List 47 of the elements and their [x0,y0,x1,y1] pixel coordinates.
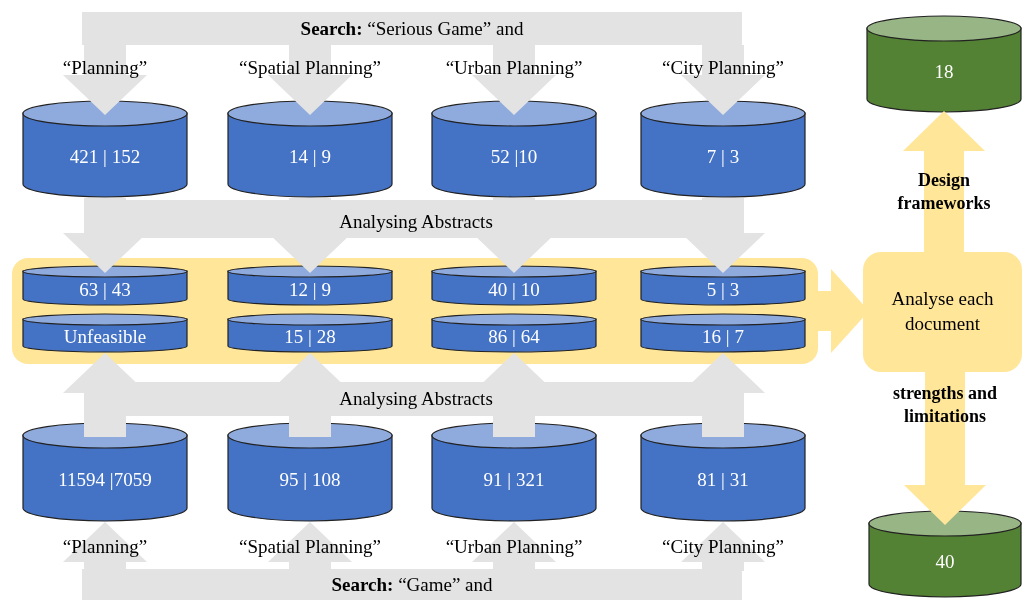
search-band [82,12,742,45]
edge-label: “Spatial Planning” [239,57,381,79]
cylinder-label: 12 | 9 [289,279,331,299]
block-arrow [472,522,556,571]
block-arrow [681,522,765,571]
edge-label: “Planning” [62,536,148,558]
cylinder-label: 7 | 3 [706,146,740,166]
search-band [82,569,742,600]
cylinder-label: 5 | 3 [706,279,740,299]
cylinder-label: 86 | 64 [488,327,540,346]
cylinder-label: 63 | 43 [79,279,131,299]
edge-label: “Planning” [62,57,148,79]
block-arrow [903,111,985,254]
section-label: Analysing Abstracts [339,388,493,410]
highlight-band [12,258,818,364]
process-box [863,252,1022,372]
cylinder-label: 16 | 7 [702,327,744,346]
search-label: Search: “Serious Game” and [300,17,524,40]
cylinder-label: 40 [935,551,955,571]
cylinder-label: 91 | 321 [483,469,545,489]
search-label: Search: “Game” and [331,573,493,596]
cylinder-label: 14 | 9 [289,146,331,166]
cylinder-label: Unfeasible [63,327,147,346]
edge-label: Design frameworks [896,168,992,215]
process-label: Analyse each document [890,287,995,336]
cylinder-label: 11594 |7059 [58,469,152,489]
cylinder-label: 40 | 10 [488,279,540,299]
block-arrow [472,45,556,115]
block-arrow [63,522,147,571]
edge-label: “City Planning” [662,57,784,79]
block-arrow [63,45,147,115]
edge-label: “City Planning” [662,536,784,558]
edge-label: “Urban Planning” [445,57,583,79]
cylinder-label: 52 |10 [490,146,538,166]
edge-label: “Urban Planning” [445,536,583,558]
cylinder-label: 81 | 31 [697,469,749,489]
block-arrow [268,45,352,115]
cylinder-label: 95 | 108 [279,469,341,489]
edge-label: “Spatial Planning” [239,536,381,558]
block-arrow [904,370,986,525]
section-label: Analysing Abstracts [339,211,493,233]
cylinder-label: 15 | 28 [284,327,336,346]
cylinder-label: 421 | 152 [69,146,141,166]
block-arrow [681,45,765,115]
edge-label: strengths and limitations [891,381,999,428]
cylinder-label: 18 [934,61,954,81]
block-arrow [268,522,352,571]
